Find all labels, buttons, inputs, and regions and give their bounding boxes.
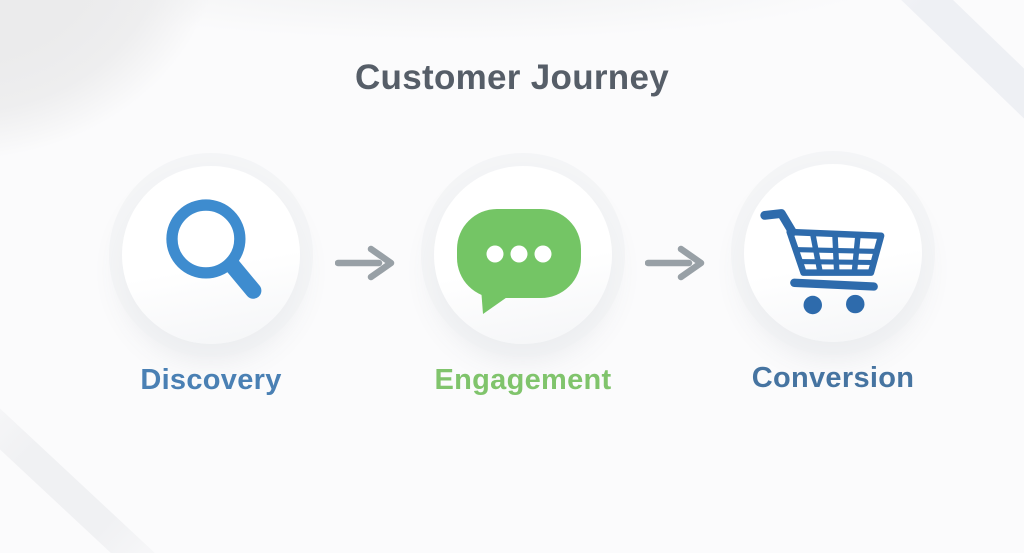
stage-label-discovery: Discovery xyxy=(140,364,282,396)
discovery-icon-circle xyxy=(122,166,300,344)
arrow-icon-1 xyxy=(335,245,395,281)
stage-discovery: Discovery xyxy=(91,166,331,397)
shopping-cart-icon xyxy=(760,208,885,314)
chat-bubble-icon xyxy=(457,209,581,314)
arrow-icon-2 xyxy=(645,245,705,281)
stage-conversion: Conversion xyxy=(713,164,953,395)
stage-label-engagement: Engagement xyxy=(434,364,612,396)
engagement-icon-circle xyxy=(434,166,612,344)
background-band-bottom-left xyxy=(0,371,180,553)
background-haze-top xyxy=(0,0,900,40)
diagram-title: Customer Journey xyxy=(354,58,670,97)
stage-label-conversion: Conversion xyxy=(751,362,915,394)
stage-engagement: Engagement xyxy=(403,166,643,397)
conversion-icon-circle xyxy=(744,164,922,342)
magnifier-icon xyxy=(166,198,262,299)
